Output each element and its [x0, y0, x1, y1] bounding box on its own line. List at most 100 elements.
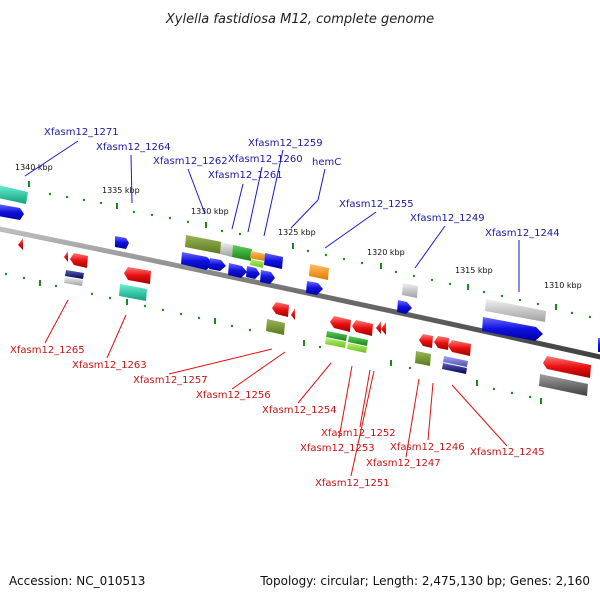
- major-tick: [39, 280, 41, 286]
- scale-label: 1325 kbp: [278, 228, 316, 237]
- major-tick: [116, 203, 118, 209]
- gene-label[interactable]: Xfasm12_1263: [72, 360, 147, 371]
- gene-feature[interactable]: [348, 336, 368, 346]
- gene-feature[interactable]: [0, 204, 24, 220]
- gene-feature[interactable]: [443, 356, 468, 367]
- scale-labels: 1340 kbp 1335 kbp 1330 kbp 1325 kbp 1320…: [15, 163, 582, 290]
- major-tick: [390, 360, 392, 366]
- major-tick: [380, 263, 382, 269]
- gene-label[interactable]: Xfasm12_1261: [208, 170, 283, 181]
- scale-ruler-upper: [28, 181, 592, 319]
- gene-label[interactable]: Xfasm12_1255: [339, 199, 414, 210]
- forward-leader-lines: [24, 140, 520, 292]
- gene-feature[interactable]: [325, 338, 346, 348]
- accession-text: Accession: NC_010513: [9, 574, 145, 588]
- gene-feature[interactable]: [264, 253, 283, 269]
- major-tick: [292, 243, 294, 249]
- gene-feature[interactable]: [0, 185, 28, 204]
- reverse-strand-genes: [18, 238, 591, 396]
- gene-feature[interactable]: [415, 351, 431, 366]
- gene-label[interactable]: Xfasm12_1252: [321, 428, 396, 439]
- gene-feature[interactable]: [485, 299, 546, 322]
- gene-label[interactable]: Xfasm12_1256: [196, 390, 271, 401]
- major-tick: [214, 318, 216, 324]
- gene-feature[interactable]: [352, 320, 373, 336]
- major-tick: [540, 398, 542, 404]
- gene-feature[interactable]: [381, 322, 386, 335]
- gene-feature[interactable]: [272, 302, 289, 317]
- gene-feature[interactable]: [306, 281, 323, 295]
- gene-feature[interactable]: [539, 374, 588, 396]
- gene-feature[interactable]: [115, 236, 129, 249]
- gene-feature[interactable]: [185, 235, 222, 254]
- gene-label[interactable]: Xfasm12_1265: [10, 345, 85, 356]
- gene-feature[interactable]: [64, 251, 68, 262]
- major-tick: [28, 181, 30, 187]
- gene-feature[interactable]: [347, 343, 367, 353]
- gene-label[interactable]: Xfasm12_1247: [366, 458, 441, 469]
- gene-label[interactable]: Xfasm12_1244: [485, 228, 560, 239]
- gene-feature[interactable]: [228, 263, 247, 278]
- scale-label: 1335 kbp: [102, 186, 140, 195]
- gene-feature[interactable]: [246, 266, 260, 279]
- map-title: Xylella fastidiosa M12, complete genome: [165, 12, 434, 27]
- gene-feature[interactable]: [181, 252, 214, 270]
- reverse-leader-lines: [44, 299, 508, 477]
- gene-label[interactable]: hemC: [312, 157, 341, 168]
- gene-feature[interactable]: [232, 245, 252, 261]
- gene-label[interactable]: Xfasm12_1254: [262, 405, 337, 416]
- gene-label[interactable]: Xfasm12_1246: [390, 442, 465, 453]
- gene-feature[interactable]: [124, 267, 151, 284]
- forward-gene-labels: Xfasm12_1271 Xfasm12_1264 Xfasm12_1262 X…: [44, 127, 560, 239]
- gene-label[interactable]: Xfasm12_1245: [470, 447, 545, 458]
- gene-feature[interactable]: [209, 258, 226, 271]
- gene-label[interactable]: Xfasm12_1260: [228, 154, 303, 165]
- gene-label[interactable]: Xfasm12_1262: [153, 156, 228, 167]
- gene-feature[interactable]: [397, 300, 412, 314]
- gene-feature[interactable]: [260, 270, 275, 284]
- major-tick: [555, 304, 557, 310]
- gene-label[interactable]: Xfasm12_1271: [44, 127, 119, 138]
- scale-label: 1330 kbp: [191, 207, 229, 216]
- gene-feature[interactable]: [65, 270, 84, 279]
- gene-feature[interactable]: [376, 321, 381, 334]
- gene-feature[interactable]: [250, 251, 265, 261]
- gene-feature[interactable]: [543, 356, 591, 378]
- gene-label[interactable]: Xfasm12_1253: [300, 443, 375, 454]
- gene-label[interactable]: Xfasm12_1264: [96, 142, 171, 153]
- gene-label[interactable]: Xfasm12_1257: [133, 375, 208, 386]
- gene-feature[interactable]: [442, 363, 467, 374]
- gene-feature[interactable]: [70, 253, 88, 268]
- gene-feature[interactable]: [250, 259, 264, 268]
- gene-feature[interactable]: [482, 317, 543, 341]
- gene-feature[interactable]: [220, 242, 233, 257]
- genome-backbone: [0, 226, 600, 360]
- reverse-gene-labels: Xfasm12_1265 Xfasm12_1263 Xfasm12_1257 X…: [10, 345, 545, 489]
- forward-strand-genes: [0, 185, 600, 352]
- major-tick: [467, 284, 469, 290]
- gene-feature[interactable]: [434, 336, 449, 350]
- major-tick: [205, 222, 207, 228]
- gene-feature[interactable]: [18, 238, 23, 250]
- gene-label[interactable]: Xfasm12_1259: [248, 138, 323, 149]
- gene-label[interactable]: Xfasm12_1251: [315, 478, 390, 489]
- gene-feature[interactable]: [119, 284, 147, 301]
- gene-feature[interactable]: [448, 340, 471, 356]
- gene-feature[interactable]: [309, 264, 329, 280]
- gene-feature[interactable]: [330, 316, 351, 332]
- gene-feature[interactable]: [64, 277, 83, 286]
- genome-summary-text: Topology: circular; Length: 2,475,130 bp…: [259, 574, 590, 588]
- gene-feature[interactable]: [291, 308, 295, 320]
- gene-feature[interactable]: [419, 334, 433, 348]
- scale-ruler-lower: [4, 272, 542, 404]
- scale-label: 1315 kbp: [455, 266, 493, 275]
- scale-label: 1320 kbp: [367, 248, 405, 257]
- gene-label[interactable]: Xfasm12_1249: [410, 213, 485, 224]
- scale-label: 1310 kbp: [544, 281, 582, 290]
- scale-label: 1340 kbp: [15, 163, 53, 172]
- gene-feature[interactable]: [266, 319, 285, 335]
- major-tick: [476, 380, 478, 386]
- gene-feature[interactable]: [326, 331, 347, 341]
- gene-feature[interactable]: [402, 283, 418, 298]
